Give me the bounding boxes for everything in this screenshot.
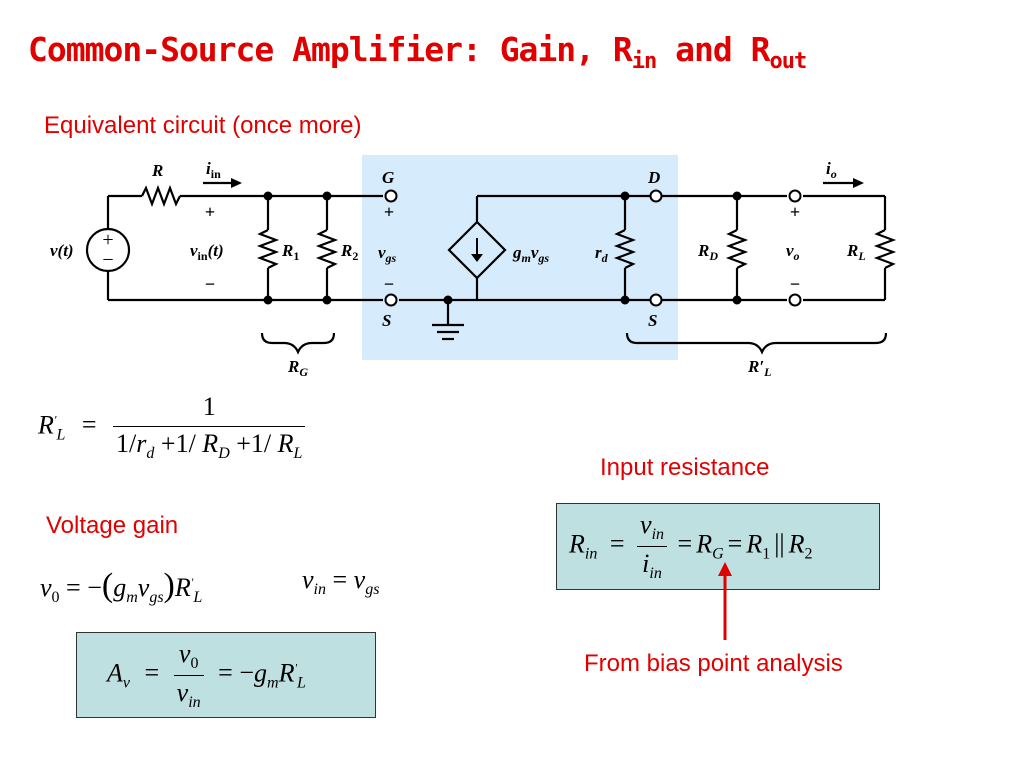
vin-minus: −: [205, 274, 215, 294]
vin-equals-vgs-equation: vin = vgs: [302, 565, 380, 598]
input-resistance-formula: Rin = vin iin =RG=R1||R2: [569, 510, 813, 582]
output-voltage-equation: v0 = −(gmvgs)R'L: [40, 567, 203, 606]
vgs-label: vgs: [378, 243, 397, 265]
drain-label: D: [647, 168, 660, 187]
vin-label: vin(t): [190, 241, 224, 263]
r2-label: R2: [340, 241, 358, 263]
source-terminal-left: [384, 293, 398, 307]
voltage-gain-box: Av = v0 vin = −gmR'L: [76, 632, 376, 718]
subtitle: Equivalent circuit (once more): [44, 112, 362, 139]
vo-minus: −: [790, 274, 800, 294]
source-terminal-right: [649, 293, 663, 307]
vgs-minus: −: [384, 274, 394, 294]
bias-point-note: From bias point analysis: [584, 650, 843, 677]
source-label: v(t): [50, 241, 74, 260]
rl-prime-formula: R'L = 1 1/rd +1/ RD +1/ RL: [38, 392, 306, 463]
voltage-gain-label: Voltage gain: [46, 512, 179, 539]
vgs-plus: +: [384, 202, 394, 222]
rd-load-label: RD: [697, 241, 718, 263]
equivalent-circuit-diagram: + − v(t) R iin vin(t) R1 R2 G S vgs gmvg…: [50, 155, 897, 379]
rl-prime-brace-label: R′L: [747, 357, 771, 379]
source-label-right: S: [648, 311, 657, 330]
page-title: Common-Source Amplifier: Gain, Rin and R…: [28, 30, 807, 74]
rl-label: RL: [846, 241, 866, 263]
gate-terminal: [384, 189, 398, 203]
rd-label: rd: [595, 243, 609, 265]
source-label-left: S: [382, 311, 391, 330]
input-resistance-box: Rin = vin iin =RG=R1||R2: [556, 503, 880, 590]
source-minus-sign: −: [102, 249, 113, 271]
mosfet-shaded-region: [362, 155, 678, 360]
gm-vgs-label: gmvgs: [512, 243, 549, 265]
drain-terminal: [649, 189, 663, 203]
gain-formula: Av = v0 vin = −gmR'L: [107, 639, 306, 711]
output-terminal-top: [788, 189, 802, 203]
source-plus-sign: +: [102, 229, 113, 251]
iin-label: iin: [206, 159, 221, 181]
vin-plus: +: [205, 202, 215, 222]
vo-plus: +: [790, 202, 800, 222]
bias-arrow: [718, 562, 732, 640]
rg-brace-label: RG: [287, 357, 308, 379]
vo-label: vo: [786, 241, 800, 263]
output-terminal-bottom: [788, 293, 802, 307]
input-resistance-label: Input resistance: [600, 454, 770, 481]
resistor-r-label: R: [151, 161, 163, 180]
r1-label: R1: [281, 241, 299, 263]
io-label: io: [826, 159, 837, 181]
gate-label: G: [382, 168, 395, 187]
